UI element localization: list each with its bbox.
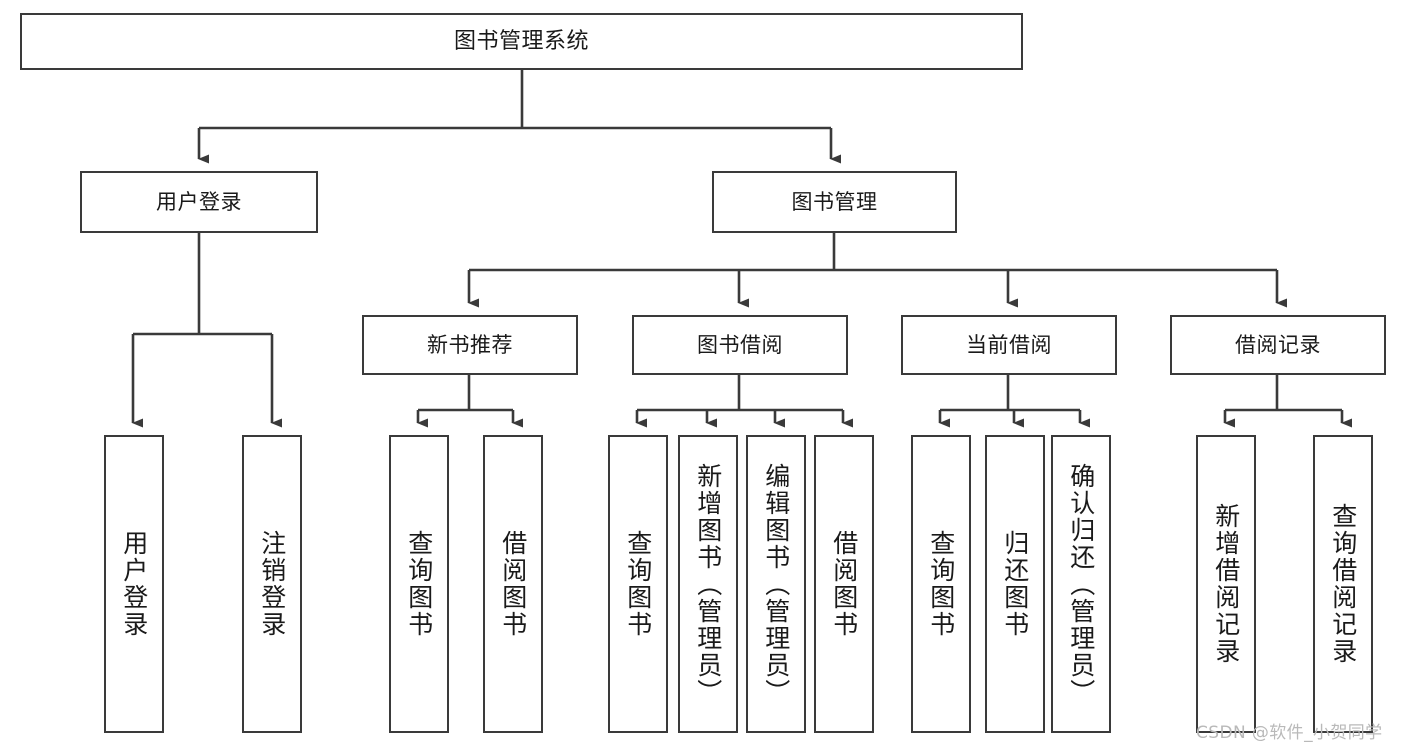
leaf-edit-book-admin[interactable]: 编辑图书（管理员） — [746, 435, 806, 733]
node-label: 新书推荐 — [427, 332, 513, 357]
node-label: 编辑图书（管理员） — [761, 462, 791, 706]
leaf-confirm-return-admin[interactable]: 确认归还（管理员） — [1051, 435, 1111, 733]
node-label: 归还图书 — [1000, 530, 1030, 638]
node-label: 查询图书 — [926, 530, 956, 638]
node-label: 借阅记录 — [1235, 332, 1321, 357]
node-label: 查询图书 — [404, 530, 434, 638]
leaf-query-book-current[interactable]: 查询图书 — [911, 435, 971, 733]
node-book-management[interactable]: 图书管理 — [712, 171, 957, 233]
leaf-borrow-book[interactable]: 借阅图书 — [814, 435, 874, 733]
node-label: 图书借阅 — [697, 332, 783, 357]
leaf-query-book-borrow[interactable]: 查询图书 — [608, 435, 668, 733]
node-label: 查询借阅记录 — [1328, 503, 1358, 665]
leaf-query-borrow-record[interactable]: 查询借阅记录 — [1313, 435, 1373, 733]
node-label: 图书管理 — [791, 189, 878, 214]
node-label: 新增图书（管理员） — [693, 462, 723, 706]
node-label: 当前借阅 — [966, 332, 1052, 357]
node-user-login[interactable]: 用户登录 — [80, 171, 318, 233]
node-label: 新增借阅记录 — [1211, 503, 1241, 665]
leaf-add-borrow-record[interactable]: 新增借阅记录 — [1196, 435, 1256, 733]
leaf-add-book-admin[interactable]: 新增图书（管理员） — [678, 435, 738, 733]
node-label: 借阅图书 — [829, 530, 859, 638]
leaf-borrow-book-recommend[interactable]: 借阅图书 — [483, 435, 543, 733]
leaf-user-login[interactable]: 用户登录 — [104, 435, 164, 733]
node-borrow-record[interactable]: 借阅记录 — [1170, 315, 1386, 375]
node-new-book-recommend[interactable]: 新书推荐 — [362, 315, 578, 375]
node-label: 用户登录 — [119, 530, 149, 638]
node-label: 查询图书 — [623, 530, 653, 638]
node-label: 确认归还（管理员） — [1066, 462, 1096, 706]
leaf-return-book[interactable]: 归还图书 — [985, 435, 1045, 733]
node-current-borrow[interactable]: 当前借阅 — [901, 315, 1117, 375]
node-label: 借阅图书 — [498, 530, 528, 638]
watermark-text: CSDN @软件_小贺同学 — [1196, 723, 1383, 743]
node-root-book-management-system[interactable]: 图书管理系统 — [20, 13, 1023, 70]
leaf-logout[interactable]: 注销登录 — [242, 435, 302, 733]
node-book-borrow[interactable]: 图书借阅 — [632, 315, 848, 375]
node-label: 注销登录 — [257, 530, 287, 638]
node-label: 用户登录 — [156, 189, 242, 214]
node-label: 图书管理系统 — [453, 28, 589, 54]
leaf-query-book-recommend[interactable]: 查询图书 — [389, 435, 449, 733]
